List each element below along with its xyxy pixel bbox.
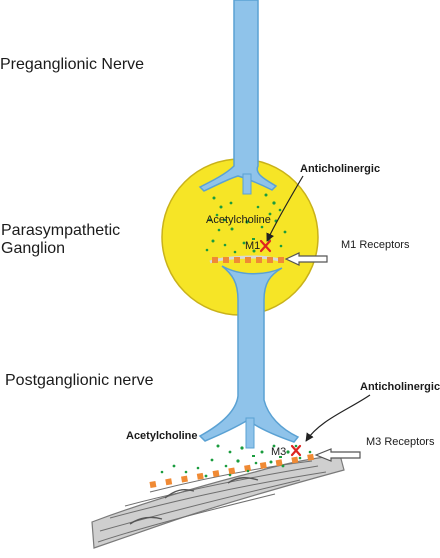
- anticholinergic-ganglion-label: Anticholinergic: [300, 163, 381, 175]
- anticholinergic-arrow-ganglion: [266, 175, 304, 242]
- m3-receptor-pointer-arrow: [314, 448, 361, 462]
- effector-muscle: [91, 454, 345, 549]
- acetylcholine-muscle-label: Acetylcholine: [126, 430, 198, 442]
- acetylcholine-ganglion-label: Acetylcholine: [206, 214, 271, 226]
- m1-receptors-label: M1 Receptors: [341, 239, 410, 251]
- m3-receptors-label: M3 Receptors: [366, 436, 435, 448]
- postganglionic-nerve: [198, 265, 300, 449]
- acetylcholine-dots-muscle: [160, 444, 312, 478]
- m1-block-mark: [259, 239, 272, 253]
- m3-receptor-label: M3: [271, 446, 287, 458]
- anticholinergic-muscle-label: Anticholinergic: [360, 381, 440, 393]
- postganglionic-nerve-label: Postganglionic nerve: [5, 372, 154, 389]
- parasympathetic-ganglion-label: Parasympathetic Ganglion: [1, 222, 121, 257]
- anticholinergic-arrow-muscle: [305, 394, 371, 442]
- m1-receptor-pointer-arrow: [284, 252, 328, 266]
- m1-receptor-label: M1: [245, 240, 261, 252]
- m3-block-mark: [290, 444, 302, 457]
- preganglionic-nerve: [198, 0, 278, 195]
- preganglionic-nerve-label: Preganglionic Nerve: [0, 56, 145, 73]
- acetylcholine-dots-ganglion: [205, 193, 287, 254]
